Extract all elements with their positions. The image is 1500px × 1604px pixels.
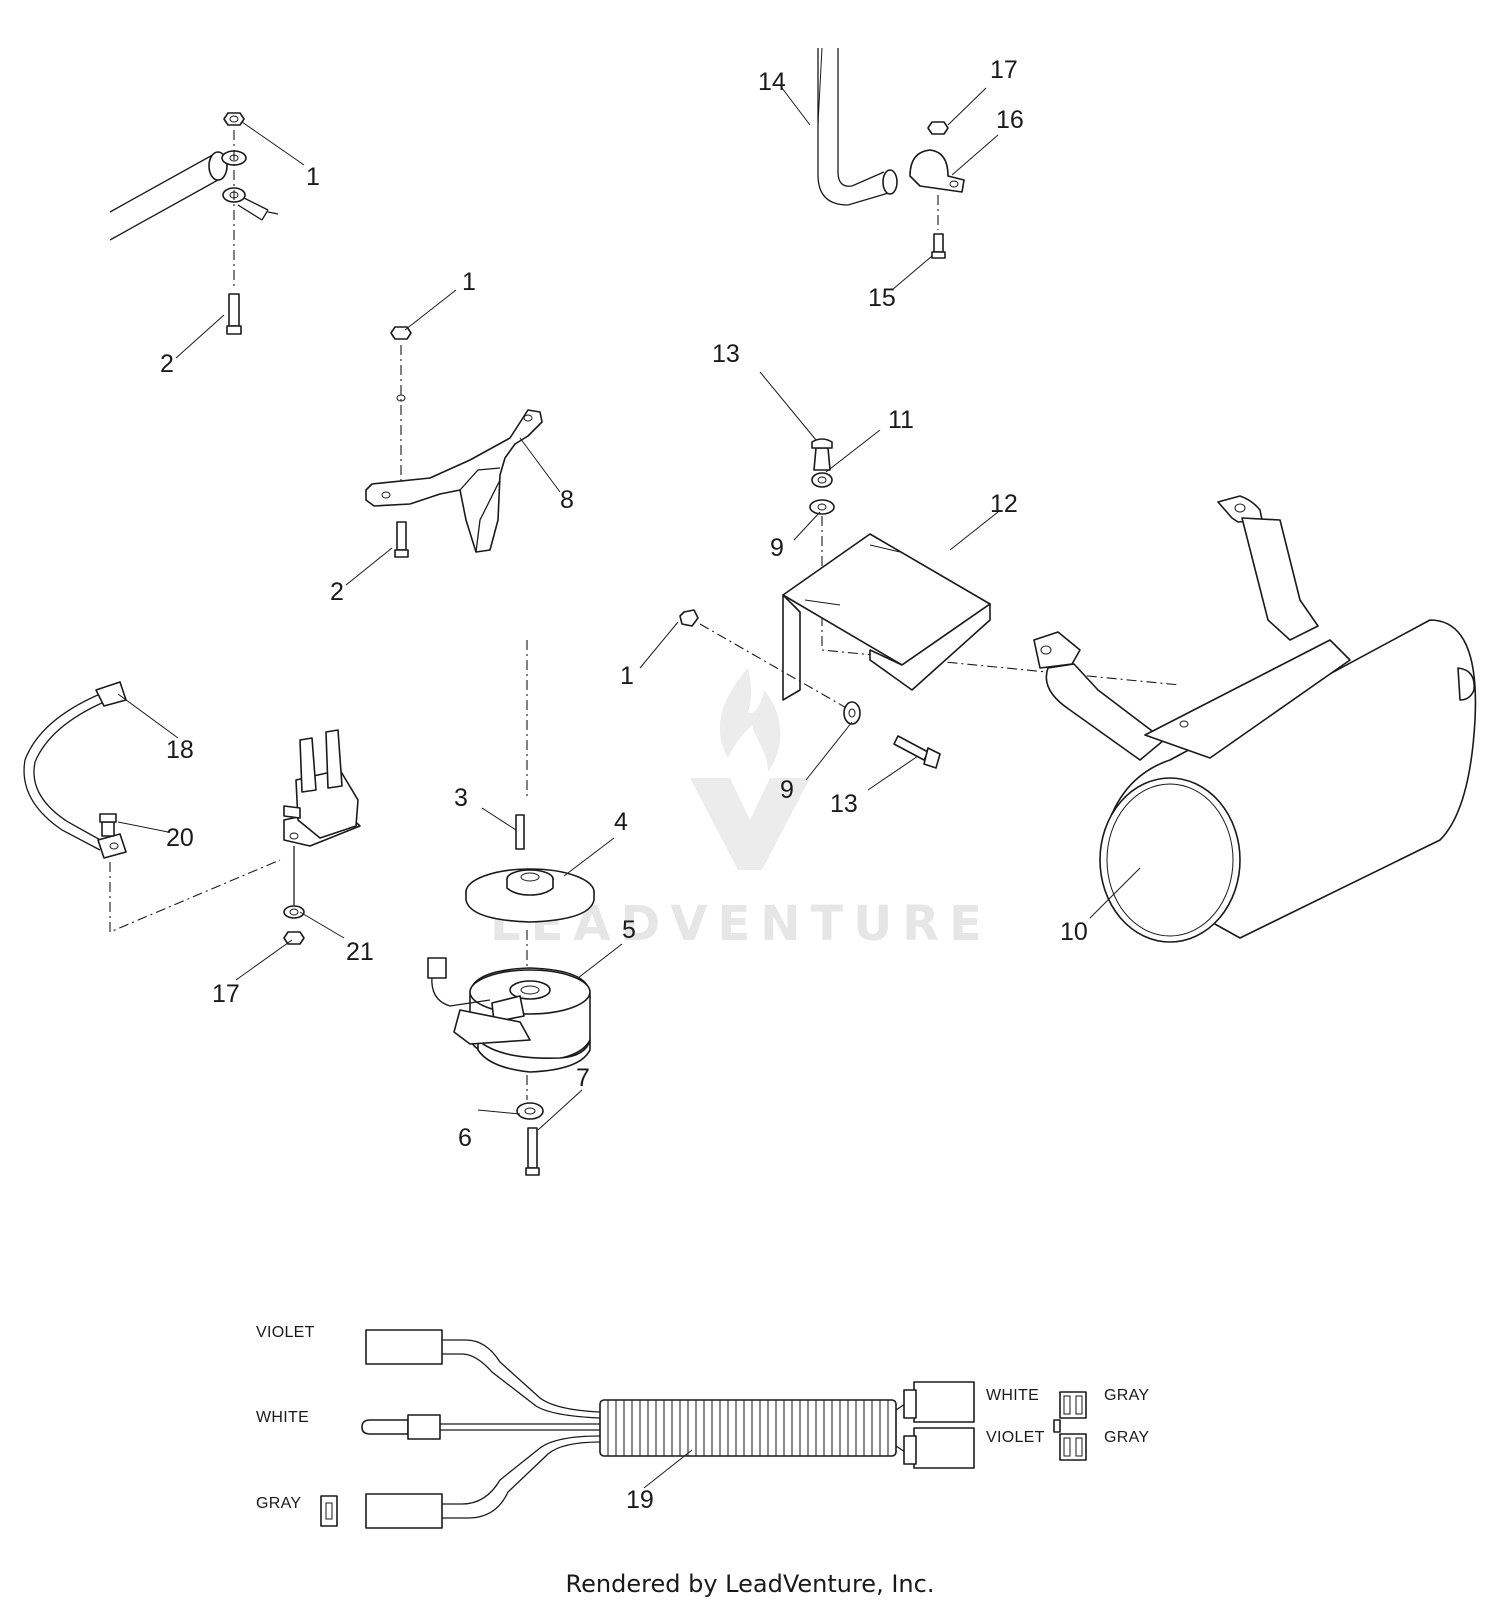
callout-6: 6	[458, 1124, 472, 1152]
callout-1: 1	[462, 268, 476, 296]
bracket-8-group	[365, 326, 543, 558]
footer-credit: Rendered by LeadVenture, Inc.	[566, 1570, 935, 1598]
battery-cable-group	[109, 112, 279, 335]
callout-10: 10	[1060, 918, 1088, 946]
conduit-ribs	[607, 1400, 889, 1456]
callout-8: 8	[560, 486, 574, 514]
clutch-group	[427, 640, 595, 1176]
callout-13: 13	[712, 340, 740, 368]
callout-18: 18	[166, 736, 194, 764]
callout-1: 1	[306, 163, 320, 191]
wire-label-gray-left: GRAY	[256, 1495, 301, 1512]
pipe-clamp-group	[817, 48, 965, 259]
callout-2: 2	[330, 578, 344, 606]
callout-11: 11	[888, 406, 914, 434]
wire-label-gray-top-right: GRAY	[1104, 1387, 1149, 1404]
callout-20: 20	[166, 824, 194, 852]
callout-17: 17	[212, 980, 240, 1008]
callout-7: 7	[576, 1064, 590, 1092]
wire-label-gray-bottom-right: GRAY	[1104, 1429, 1149, 1446]
callout-17: 17	[990, 56, 1018, 84]
callout-5: 5	[622, 916, 636, 944]
wire-harness-group	[320, 1329, 1087, 1529]
harness-labels: VIOLET WHITE GRAY WHITE VIOLET GRAY GRAY	[256, 1324, 1149, 1512]
callout-1: 1	[620, 662, 634, 690]
wire-label-white-right: WHITE	[986, 1387, 1039, 1404]
solenoid-group	[23, 681, 361, 945]
wire-label-white-left: WHITE	[256, 1409, 309, 1426]
callout-4: 4	[614, 808, 628, 836]
callout-3: 3	[454, 784, 468, 812]
callout-14: 14	[758, 68, 786, 96]
callout-16: 16	[996, 106, 1024, 134]
callout-19: 19	[626, 1486, 654, 1514]
wire-label-violet-left: VIOLET	[256, 1324, 315, 1341]
callout-2: 2	[160, 350, 174, 378]
callout-9: 9	[780, 776, 794, 804]
muffler-bracket-group	[679, 438, 1181, 769]
callout-labels: 1 2 1 2 8 14 17 16 15 13 11 9 12 1 9 13 …	[160, 56, 1088, 1514]
callout-9: 9	[770, 534, 784, 562]
wire-label-violet-right: VIOLET	[986, 1429, 1045, 1446]
callout-12: 12	[990, 490, 1018, 518]
callout-13: 13	[830, 790, 858, 818]
watermark-logo-icon	[690, 668, 810, 870]
leader-lines	[117, 47, 1141, 1489]
muffler-group	[1033, 495, 1477, 943]
callout-15: 15	[868, 284, 896, 312]
callout-21: 21	[346, 938, 374, 966]
